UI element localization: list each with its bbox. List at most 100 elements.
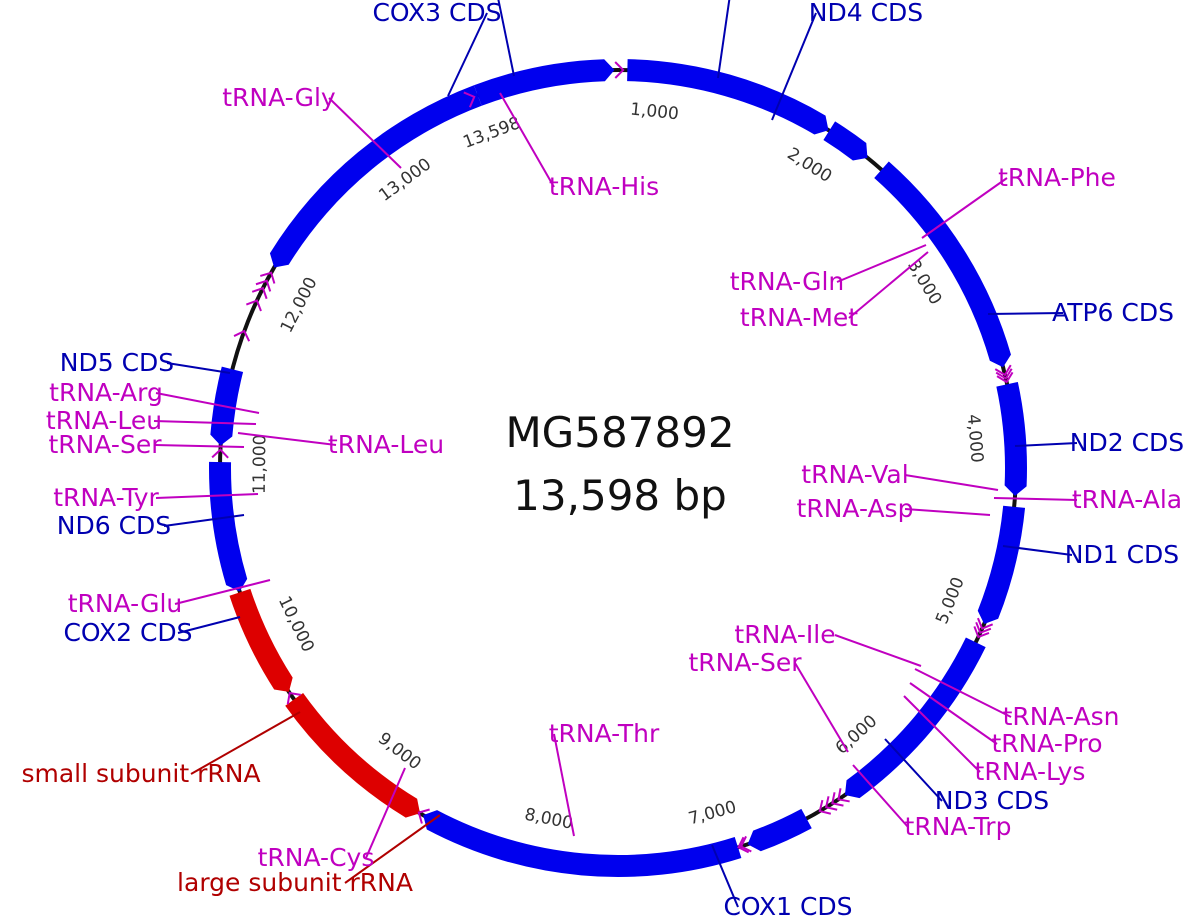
feature-label-trna-ser: tRNA-Ser	[49, 430, 163, 459]
leader-line	[884, 738, 943, 802]
feature-label-trna-phe: tRNA-Phe	[998, 163, 1116, 192]
trna-marker-trna-gly	[463, 91, 476, 108]
feature-label-trna-glu: tRNA-Glu	[68, 589, 183, 618]
feature-arc-nd2-cds	[977, 505, 1026, 624]
feature-label-nd1-cds: ND1 CDS	[1065, 540, 1179, 569]
trna-marker-trna-ser	[245, 299, 262, 312]
leader-line	[190, 711, 301, 775]
feature-label-trna-his: tRNA-His	[549, 172, 659, 201]
feature-label-nd4-cds: ND4 CDS	[809, 0, 923, 27]
feature-label-nd6-cds: ND6 CDS	[57, 511, 171, 540]
trna-marker-trna-lys	[818, 799, 832, 815]
label-leader-lines	[153, 0, 1078, 908]
feature-label-trna-tyr: tRNA-Tyr	[53, 483, 159, 512]
feature-arc-cytb-cds	[627, 59, 829, 135]
feature-label-trna-ala: tRNA-Ala	[1072, 485, 1182, 514]
feature-label-trna-ser: tRNA-Ser	[689, 648, 803, 677]
leader-line	[717, 0, 731, 79]
leader-line	[794, 662, 849, 753]
leader-line	[155, 493, 259, 499]
trna-marker-trna-leu	[255, 279, 272, 292]
feature-label-trna-pro: tRNA-Pro	[991, 729, 1102, 758]
tick-label: 8,000	[523, 805, 575, 834]
trna-marker-trna-met	[996, 371, 1014, 384]
leader-line	[1014, 442, 1078, 447]
trna-marker-trna-pro	[824, 796, 838, 811]
feature-arcs	[209, 59, 1028, 877]
feature-arc-cox3-cds	[473, 59, 615, 106]
feature-label-trna-gly: tRNA-Gly	[222, 83, 336, 112]
leader-line	[553, 733, 575, 837]
leader-line	[993, 497, 1078, 501]
leader-line	[154, 444, 245, 448]
feature-label-nd2-cds: ND2 CDS	[1070, 428, 1184, 457]
feature-arc-nd4l-cds	[823, 121, 868, 161]
trna-marker-trna-gln	[995, 368, 1013, 380]
feature-label-nd3-cds: ND3 CDS	[935, 786, 1049, 815]
feature-label-trna-val: tRNA-Val	[801, 460, 908, 489]
feature-label-trna-asp: tRNA-Asp	[797, 494, 914, 523]
tick-label: 9,000	[374, 729, 425, 775]
leader-line	[848, 251, 929, 319]
feature-arc-nd3-cds	[747, 808, 812, 852]
feature-label-cox2-cds: COX2 CDS	[63, 618, 192, 647]
leader-line	[834, 634, 922, 667]
leader-line	[904, 474, 999, 491]
feature-label-trna-trp: tRNA-Trp	[905, 812, 1012, 841]
feature-arc-cox1-cds	[423, 810, 742, 877]
tick-label: 10,000	[274, 593, 318, 655]
leader-line	[174, 579, 271, 605]
trna-marker-trna-val	[977, 617, 994, 630]
leader-line	[904, 508, 991, 516]
trna-markers	[211, 61, 1014, 854]
feature-label-trna-leu: tRNA-Leu	[328, 430, 444, 459]
leader-line	[163, 514, 245, 527]
leader-line	[914, 668, 1012, 718]
feature-label-trna-asn: tRNA-Asn	[1003, 702, 1120, 731]
feature-label-large-subunit-rrna: large subunit rRNA	[177, 868, 413, 897]
feature-label-trna-arg: tRNA-Arg	[49, 378, 163, 407]
leader-line	[155, 392, 260, 414]
tick-label: 4,000	[963, 413, 987, 463]
leader-line	[344, 814, 441, 884]
leader-line	[987, 312, 1064, 315]
leader-line	[909, 682, 998, 745]
feature-label-cox3-cds: COX3 CDS	[372, 0, 501, 27]
trna-marker-trna-cys	[286, 691, 301, 705]
trna-marker-trna-ser	[739, 835, 752, 853]
trna-marker-trna-trp	[737, 836, 750, 854]
feature-label-cytb-cds: CYTB CDS	[383, 0, 508, 2]
plasmid-name: MG587892	[505, 408, 734, 457]
tick-label: 6,000	[832, 711, 882, 758]
leader-line	[237, 432, 337, 446]
trna-marker-trna-ile	[837, 788, 850, 803]
feature-label-trna-thr: tRNA-Thr	[549, 719, 660, 748]
leader-line	[921, 177, 1008, 239]
leader-line	[711, 844, 739, 908]
leader-line	[903, 695, 981, 773]
trna-marker-trna-phe	[994, 364, 1012, 377]
tick-label: 11,000	[250, 434, 271, 494]
tick-label: 13,000	[375, 154, 435, 205]
leader-line	[328, 97, 402, 169]
feature-arc-nd1-cds	[844, 637, 986, 799]
feature-arc-small-subunit-rrna	[229, 588, 293, 692]
trna-marker-trna-leu	[251, 286, 268, 300]
feature-label-small-subunit-rrna: small subunit rRNA	[21, 759, 260, 788]
feature-label-trna-met: tRNA-Met	[740, 303, 858, 332]
trna-marker-trna-ala	[975, 621, 992, 635]
feature-arc-nd5-cds	[269, 85, 482, 268]
leader-line	[177, 616, 241, 634]
leader-line	[166, 362, 231, 374]
tick-label: 2,000	[784, 144, 836, 187]
trna-marker-trna-asp	[973, 626, 990, 639]
trna-marker-trna-tyr	[233, 329, 251, 342]
leader-line	[1002, 545, 1073, 556]
feature-label-atp6-cds: ATP6 CDS	[1052, 298, 1174, 327]
leader-line	[836, 244, 927, 283]
feature-arc-atp6-cds	[996, 381, 1028, 496]
leader-line	[771, 12, 817, 121]
leader-line	[447, 12, 488, 97]
leader-line	[153, 420, 257, 425]
